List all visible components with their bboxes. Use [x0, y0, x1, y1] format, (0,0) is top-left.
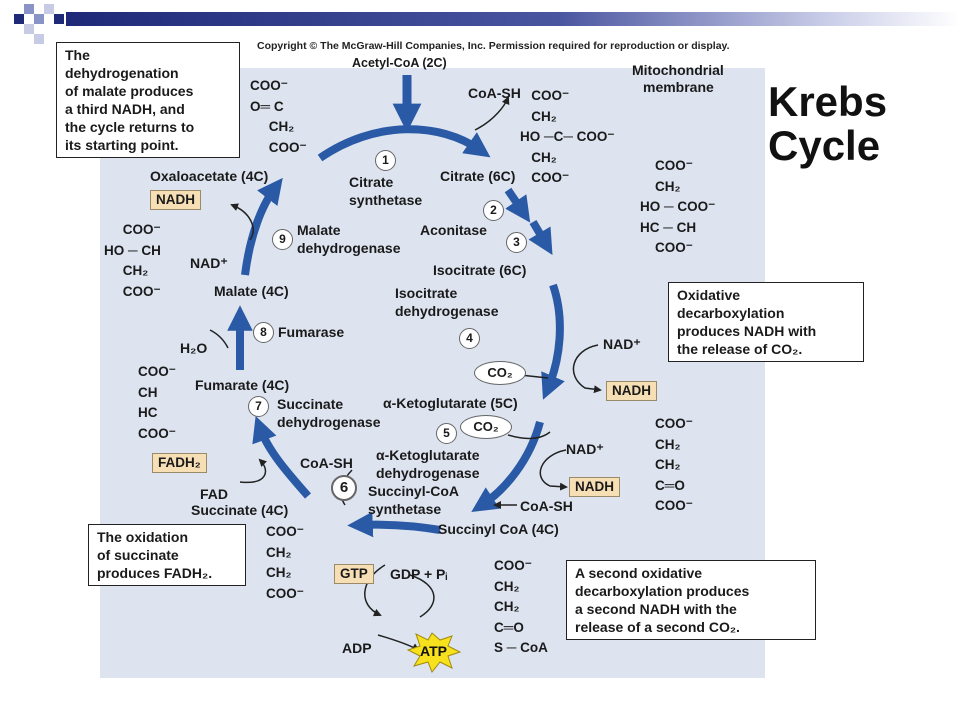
succinate-note-box: The oxidation of succinate produces FADH… — [88, 524, 246, 586]
succinyl-coa-structure: COO⁻ CH₂ CH₂ C═O S ─ CoA — [494, 558, 548, 655]
malate-note-box: The dehydrogenation of malate produces a… — [56, 42, 240, 158]
arrow-step-6 — [347, 511, 441, 538]
oxidative-note-box: Oxidative decarboxylation produces NADH … — [668, 282, 864, 362]
header-square-4 — [24, 24, 34, 34]
citrate-structure: COO⁻ CH₂ HO ─C─ COO⁻ CH₂ COO⁻ — [520, 88, 615, 185]
aconitase-label: Aconitase — [420, 222, 487, 238]
atp-label: ATP — [420, 643, 447, 659]
succinyl-coa-synth-label-1: Succinyl-CoA — [368, 483, 460, 499]
malate-label: Malate (4C) — [214, 283, 289, 299]
step-2: 2 — [483, 200, 504, 221]
step-1: 1 — [375, 150, 396, 171]
succinate-structure: COO⁻ CH₂ CH₂ COO⁻ — [266, 524, 304, 601]
isocitrate-structure: COO⁻ CH₂ HO ─ COO⁻ HC ─ CH COO⁻ — [640, 158, 716, 255]
mito-membrane-label-1: Mitochondrial — [632, 62, 724, 78]
co2-oval-1: CO₂ — [474, 361, 526, 385]
succinate-dh-label-2: dehydrogenase — [277, 414, 381, 430]
oxaloacetate-structure: COO⁻ O═ C CH₂ COO⁻ — [250, 78, 307, 155]
akg-dh-label-1: α-Ketoglutarate — [376, 447, 480, 463]
fad-label: FAD — [200, 486, 228, 502]
header-square-7 — [34, 34, 44, 44]
oxaloacetate-label: Oxaloacetate (4C) — [150, 168, 269, 184]
fumarase-label: Fumarase — [278, 324, 345, 340]
nad-plus-left-label: NAD⁺ — [190, 255, 228, 271]
nadh-right-tag-1: NADH — [606, 381, 657, 401]
adp-label: ADP — [342, 640, 372, 656]
arrow-step-2 — [504, 187, 531, 223]
nadh-left-tag: NADH — [150, 190, 201, 210]
citrate-synthetase-label-1: Citrate — [349, 174, 394, 190]
isocitrate-dh-label-2: dehydrogenase — [395, 303, 499, 319]
nad-plus-right-label-2: NAD⁺ — [566, 441, 604, 457]
step-3: 3 — [506, 232, 527, 253]
nadh-right-tag-2: NADH — [569, 477, 620, 497]
citrate-synthetase-label-2: synthetase — [349, 192, 423, 208]
header-bar — [66, 12, 960, 26]
a-ketoglutarate-label: α-Ketoglutarate (5C) — [383, 395, 518, 411]
arrow-step-1 — [317, 125, 491, 162]
arrow-step-5 — [471, 420, 544, 512]
header-square-5 — [44, 4, 54, 14]
succinate-dh-label-1: Succinate — [277, 396, 344, 412]
isocitrate-dh-label-1: Isocitrate — [395, 285, 458, 301]
arrow-step-4 — [541, 283, 565, 400]
h2o-label: H₂O — [180, 340, 208, 356]
gtp-tag: GTP — [334, 564, 374, 584]
fumarate-structure: COO⁻ CH HC COO⁻ — [138, 364, 176, 441]
atp-burst — [406, 632, 462, 673]
coa-sh-mid-label: CoA-SH — [300, 455, 353, 471]
step-7: 7 — [248, 396, 269, 417]
header-square-2 — [24, 4, 34, 14]
isocitrate-label: Isocitrate (6C) — [433, 262, 527, 278]
malate-dh-label-1: Malate — [297, 222, 341, 238]
page-title: Krebs Cycle — [768, 78, 888, 169]
malate-structure: COO⁻ HO ─ CH CH₂ COO⁻ — [104, 222, 161, 299]
succinyl-coa-label: Succinyl CoA (4C) — [438, 521, 559, 537]
header-square-1 — [14, 14, 24, 24]
header-square-6 — [54, 14, 64, 24]
mito-membrane-label-2: membrane — [643, 79, 714, 95]
citrate-label: Citrate (6C) — [440, 168, 516, 184]
succinate-label: Succinate (4C) — [191, 502, 289, 518]
gdp-pi-label: GDP + Pᵢ — [390, 566, 448, 582]
arrow-step-3 — [528, 219, 553, 256]
akg-dh-label-2: dehydrogenase — [376, 465, 480, 481]
header-square-3 — [34, 14, 44, 24]
co2-oval-2: CO₂ — [460, 415, 512, 439]
fumarate-label: Fumarate (4C) — [195, 377, 290, 393]
copyright-notice: Copyright © The McGraw-Hill Companies, I… — [257, 40, 730, 52]
coa-sh-low-label: CoA-SH — [520, 498, 573, 514]
arrow-step-7 — [252, 415, 311, 499]
coa-sh-top-label: CoA-SH — [468, 85, 521, 101]
step-5: 5 — [436, 423, 457, 444]
step-4: 4 — [459, 328, 480, 349]
succinyl-coa-synth-label-2: synthetase — [368, 501, 442, 517]
second-note-box: A second oxidative decarboxylation produ… — [566, 560, 816, 640]
acetyl-coa-label: Acetyl-CoA (2C) — [352, 56, 447, 70]
fadh2-tag: FADH₂ — [152, 453, 207, 473]
step-6: 6 — [331, 475, 357, 501]
a-ketoglutarate-structure: COO⁻ CH₂ CH₂ C═O COO⁻ — [655, 416, 693, 513]
arrow-step-9 — [241, 177, 283, 276]
nad-plus-right-label-1: NAD⁺ — [603, 336, 641, 352]
step-9: 9 — [272, 229, 293, 250]
malate-dh-label-2: dehydrogenase — [297, 240, 401, 256]
step-8: 8 — [253, 322, 274, 343]
